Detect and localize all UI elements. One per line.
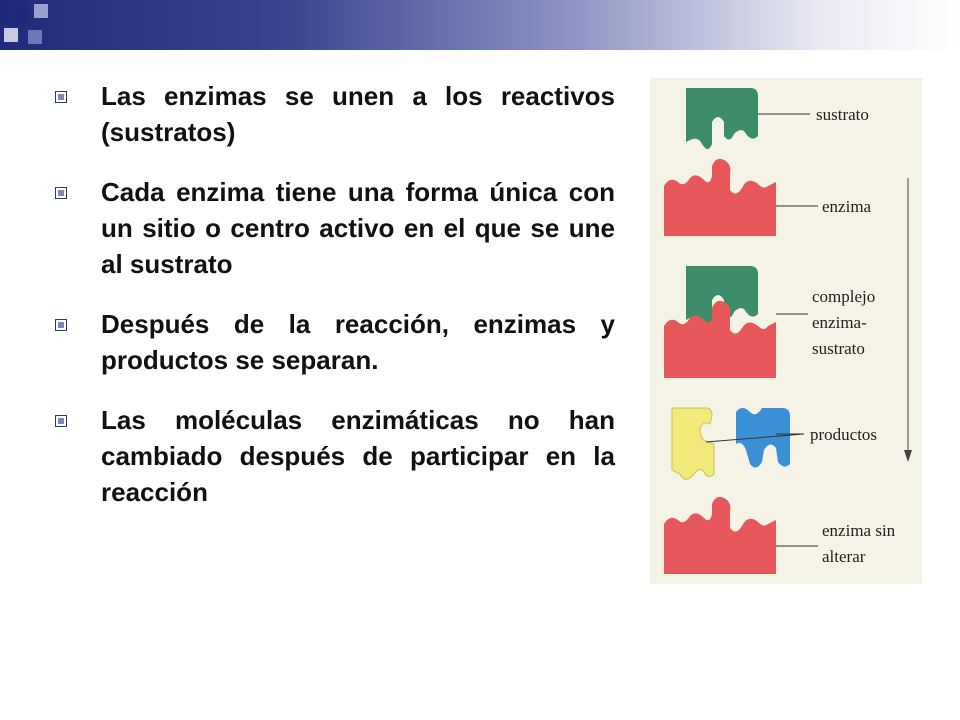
- bullet-text: Cada enzima tiene una forma única con un…: [101, 177, 615, 279]
- bullet-item: Las moléculas enzimáticas no han cambiad…: [55, 402, 615, 510]
- label-sustrato: sustrato: [816, 105, 869, 124]
- complex-substrate-shape: [686, 266, 758, 327]
- substrate-shape: [686, 88, 758, 149]
- square-bullet-icon: [55, 415, 67, 427]
- header-gradient-bar: [0, 0, 960, 50]
- label-complejo-1: complejo: [812, 287, 875, 306]
- label-enzima-sin-2: alterar: [822, 547, 866, 566]
- label-enzima: enzima: [822, 197, 872, 216]
- enzyme-unchanged-shape: [664, 496, 776, 574]
- square-bullet-icon: [55, 91, 67, 103]
- bullet-text: Después de la reacción, enzimas y produc…: [101, 309, 615, 375]
- decor-square-light: [34, 4, 48, 18]
- label-complejo-3: sustrato: [812, 339, 865, 358]
- label-productos: productos: [810, 425, 877, 444]
- bullet-item: Las enzimas se unen a los reactivos (sus…: [55, 78, 615, 150]
- bullet-list: Las enzimas se unen a los reactivos (sus…: [55, 78, 615, 532]
- decor-square-light: [4, 28, 18, 42]
- enzyme-diagram-svg: sustrato enzima complejo enzima- sustrat…: [664, 88, 912, 574]
- enzyme-diagram: sustrato enzima complejo enzima- sustrat…: [650, 78, 922, 584]
- label-enzima-sin-1: enzima sin: [822, 521, 896, 540]
- square-bullet-icon: [55, 187, 67, 199]
- arrow-down-icon: [904, 450, 912, 462]
- decor-square-navy: [14, 8, 30, 24]
- square-bullet-icon: [55, 319, 67, 331]
- bullet-item: Después de la reacción, enzimas y produc…: [55, 306, 615, 378]
- product-yellow-shape: [671, 407, 715, 480]
- leader-line: [705, 433, 805, 443]
- enzyme-shape: [664, 158, 776, 236]
- bullet-text: Las enzimas se unen a los reactivos (sus…: [101, 81, 615, 147]
- label-complejo-2: enzima-: [812, 313, 867, 332]
- bullet-item: Cada enzima tiene una forma única con un…: [55, 174, 615, 282]
- decor-square-mid: [28, 30, 42, 44]
- complex-enzyme-shape: [664, 300, 776, 378]
- bullet-text: Las moléculas enzimáticas no han cambiad…: [101, 405, 615, 507]
